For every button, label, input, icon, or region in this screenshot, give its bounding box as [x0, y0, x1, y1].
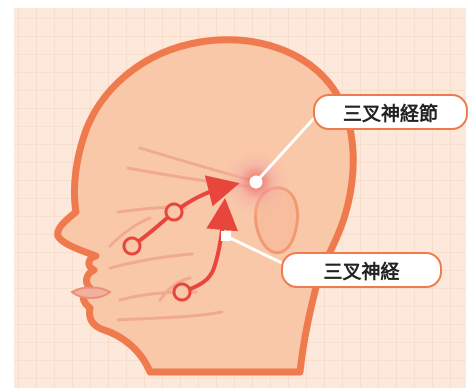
nerve-node-lower-jaw	[124, 238, 140, 254]
label-trigeminal-nerve: 三叉神経	[281, 252, 442, 288]
lips	[72, 288, 110, 299]
nerve-node-upper-jaw	[166, 204, 182, 220]
label-trigeminal-ganglion: 三叉神経節	[313, 94, 468, 130]
nerve-node-chin	[174, 284, 190, 300]
nerve-point	[221, 231, 231, 241]
